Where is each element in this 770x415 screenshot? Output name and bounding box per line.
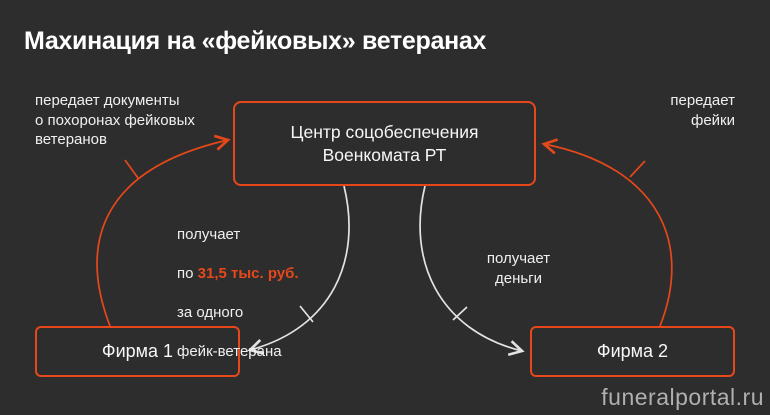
arrow-firm1-to-center [96, 134, 231, 327]
arrow-firm2-to-center [541, 138, 673, 327]
edge-tick-orange-left [124, 159, 139, 179]
edge-tick-orange-right [629, 160, 646, 178]
edge-tick-white-right [452, 306, 468, 321]
label-transfers-documents: передает документы о похоронах фейковых … [35, 92, 195, 148]
arrow-center-to-firm2 [419, 185, 525, 357]
label-receives-payment: получает по 31,5 тыс. руб. за одного фей… [177, 205, 299, 381]
label-receives-money: получает деньги [486, 250, 551, 287]
edge-tick-white-left [299, 305, 314, 323]
arrow-center-to-firm1 [247, 185, 350, 355]
payment-amount: 31,5 тыс. руб. [197, 264, 299, 282]
watermark: funeralportal.ru [601, 384, 764, 410]
node-firm-2: Фирма 2 [530, 326, 735, 377]
node-center-sotsobespechenie: Центр соцобеспечения Военкомата РТ [233, 101, 536, 186]
payment-line-2: по 31,5 тыс. руб. [177, 264, 299, 282]
label-transfers-fakes: передает фейки [670, 92, 735, 129]
payment-line-1: получает [177, 225, 241, 243]
payment-line-3: за одного [177, 303, 244, 321]
page-title: Махинация на «фейковых» ветеранах [24, 27, 487, 55]
node-firm-1: Фирма 1 [35, 326, 240, 377]
payment-line-4: фейк-ветерана [177, 342, 282, 360]
